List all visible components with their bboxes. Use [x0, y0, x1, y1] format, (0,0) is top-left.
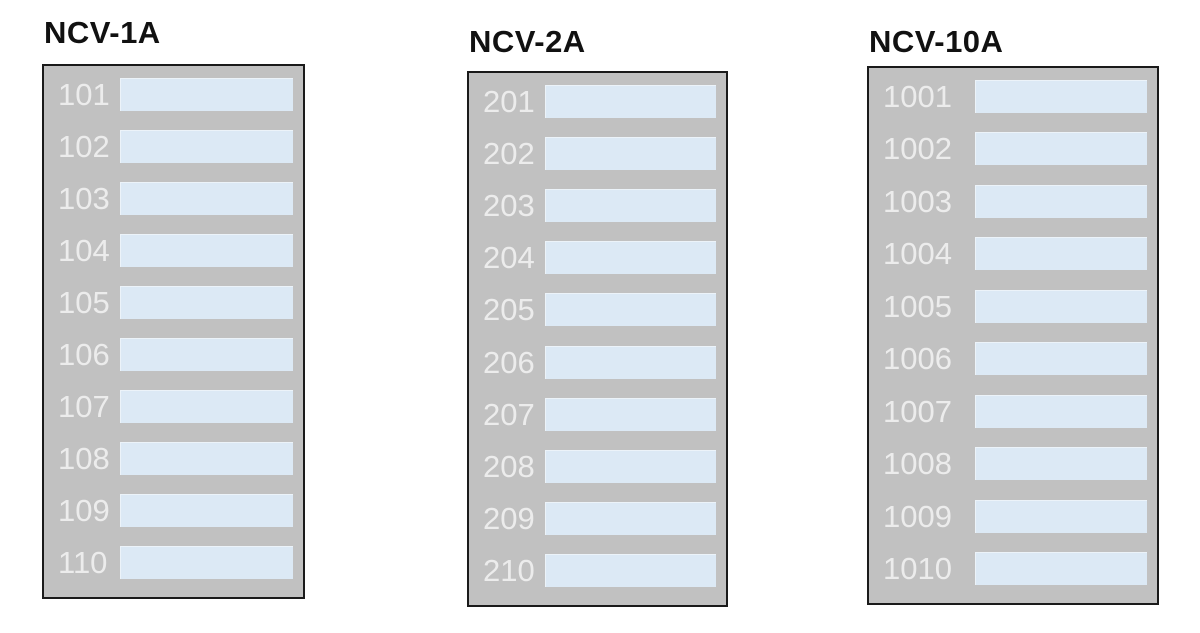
blank-name-field[interactable] — [545, 554, 716, 588]
table-row: 102 — [58, 120, 293, 172]
table-row: 1007 — [883, 385, 1147, 438]
room-number-label: 104 — [58, 232, 110, 268]
room-number-label: 204 — [483, 240, 535, 276]
blank-name-field[interactable] — [120, 546, 293, 580]
blank-name-field[interactable] — [545, 397, 716, 431]
table-row: 1005 — [883, 280, 1147, 333]
room-number-label: 209 — [483, 501, 535, 537]
blank-name-field[interactable] — [120, 233, 293, 267]
panel-ncv-1a: NCV-1A 101 102 103 104 105 106 107 108 109 110 — [42, 15, 305, 599]
table-row: 209 — [483, 493, 716, 545]
table-row: 205 — [483, 284, 716, 336]
table-row: 1002 — [883, 123, 1147, 176]
table-row: 210 — [483, 545, 716, 597]
room-number-label: 1002 — [883, 131, 952, 167]
table-row: 1001 — [883, 70, 1147, 123]
table-row: 101 — [58, 68, 293, 120]
table-row: 202 — [483, 127, 716, 179]
blank-name-field[interactable] — [545, 241, 716, 275]
room-number-label: 1007 — [883, 393, 952, 429]
panel-box: 201 202 203 204 205 206 207 208 209 210 — [467, 71, 728, 607]
room-number-label: 203 — [483, 188, 535, 223]
blank-name-field[interactable] — [545, 136, 716, 170]
room-number-label: 205 — [483, 292, 535, 328]
room-number-label: 201 — [483, 83, 535, 119]
room-number-label: 101 — [58, 76, 110, 112]
blank-name-field[interactable] — [120, 77, 293, 111]
blank-name-field[interactable] — [975, 79, 1147, 113]
table-row: 206 — [483, 336, 716, 388]
blank-name-field[interactable] — [120, 390, 293, 424]
room-number-label: 103 — [58, 180, 110, 216]
blank-name-field[interactable] — [120, 181, 293, 215]
room-number-label: 102 — [58, 128, 110, 164]
table-row: 104 — [58, 224, 293, 276]
table-row: 103 — [58, 172, 293, 224]
blank-name-field[interactable] — [975, 394, 1147, 428]
room-number-label: 207 — [483, 396, 535, 432]
room-number-label: 1008 — [883, 446, 952, 482]
table-row: 203 — [483, 179, 716, 231]
table-row: 1008 — [883, 438, 1147, 491]
panel-title: NCV-1A — [44, 15, 161, 50]
room-number-label: 106 — [58, 337, 110, 373]
blank-name-field[interactable] — [975, 184, 1147, 218]
room-number-label: 1001 — [883, 78, 952, 114]
blank-name-field[interactable] — [975, 289, 1147, 323]
table-row: 204 — [483, 232, 716, 284]
room-number-label: 208 — [483, 449, 535, 485]
blank-name-field[interactable] — [120, 129, 293, 163]
room-number-label: 1006 — [883, 341, 952, 377]
blank-name-field[interactable] — [120, 442, 293, 476]
blank-name-field[interactable] — [545, 502, 716, 536]
panel-ncv-10a: NCV-10A 1001 1002 1003 1004 1005 1006 1007 1008… — [867, 24, 1159, 605]
room-number-label: 206 — [483, 344, 535, 380]
table-row: 109 — [58, 485, 293, 537]
blank-name-field[interactable] — [545, 450, 716, 484]
room-number-label: 109 — [58, 493, 110, 529]
room-number-label: 202 — [483, 135, 535, 171]
blank-name-field[interactable] — [120, 338, 293, 372]
table-row: 201 — [483, 75, 716, 127]
blank-name-field[interactable] — [975, 552, 1147, 586]
blank-name-field[interactable] — [975, 132, 1147, 166]
room-number-label: 110 — [58, 545, 108, 581]
blank-name-field[interactable] — [975, 499, 1147, 533]
panel-box: 101 102 103 104 105 106 107 108 109 110 — [42, 64, 305, 599]
panel-title: NCV-10A — [869, 24, 1004, 59]
room-number-label: 210 — [483, 553, 535, 589]
blank-name-field[interactable] — [545, 189, 716, 222]
blank-name-field[interactable] — [545, 293, 716, 327]
panel-box: 1001 1002 1003 1004 1005 1006 1007 1008 1009 1010 — [867, 66, 1159, 605]
blank-name-field[interactable] — [975, 447, 1147, 481]
room-number-label: 108 — [58, 441, 110, 477]
table-row: 1010 — [883, 543, 1147, 596]
blank-name-field[interactable] — [120, 494, 293, 528]
blank-name-field[interactable] — [545, 345, 716, 379]
blank-name-field[interactable] — [545, 84, 716, 118]
table-row: 106 — [58, 328, 293, 380]
table-row: 108 — [58, 433, 293, 485]
blank-name-field[interactable] — [975, 342, 1147, 376]
table-row: 110 — [58, 537, 293, 589]
table-row: 1004 — [883, 228, 1147, 281]
table-row: 1003 — [883, 175, 1147, 228]
room-number-label: 107 — [58, 389, 110, 425]
room-number-label: 1004 — [883, 236, 952, 272]
room-number-label: 1005 — [883, 288, 952, 324]
table-row: 207 — [483, 388, 716, 440]
table-row: 1009 — [883, 490, 1147, 543]
room-number-label: 1003 — [883, 183, 952, 219]
room-number-label: 1010 — [883, 551, 952, 587]
panel-title: NCV-2A — [469, 24, 586, 59]
table-row: 208 — [483, 440, 716, 492]
blank-name-field[interactable] — [975, 237, 1147, 271]
panel-ncv-2a: NCV-2A 201 202 203 204 205 206 207 208 209 210 — [467, 24, 728, 607]
table-row: 1006 — [883, 333, 1147, 386]
blank-name-field[interactable] — [120, 285, 293, 319]
room-number-label: 105 — [58, 284, 110, 320]
table-row: 105 — [58, 276, 293, 328]
table-row: 107 — [58, 381, 293, 433]
room-number-label: 1009 — [883, 498, 952, 534]
